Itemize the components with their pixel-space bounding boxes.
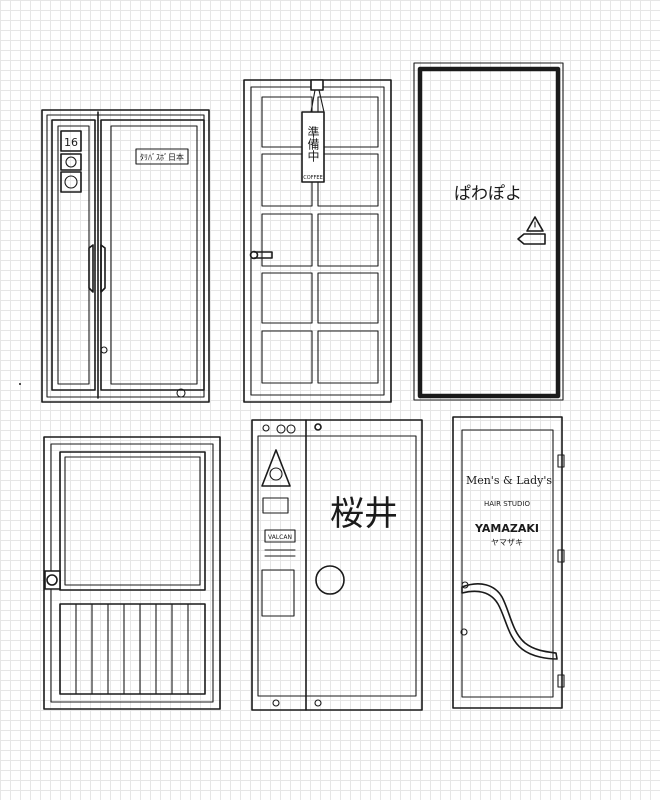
hinge-top — [557, 454, 565, 468]
double-glass-door: 16 ﾀﾘﾊﾞｽﾎﾞ日本 — [41, 109, 210, 403]
sticker-number-text: 16 — [64, 136, 78, 149]
door-frame-inner — [257, 435, 417, 697]
floor-lock — [176, 388, 186, 398]
sticker-round — [60, 153, 82, 171]
triangle-sticker — [261, 449, 291, 487]
round-knob — [315, 565, 345, 595]
door-knob — [46, 574, 58, 586]
door-frame-outer — [41, 109, 210, 403]
slat-panel — [59, 603, 206, 695]
door-sign-text: ﾀﾘﾊﾞｽﾎﾞ日本 — [140, 152, 184, 162]
studio-line3: YAMAZAKI — [474, 522, 539, 535]
hair-studio-door: Men's & Lady's HAIR STUDIO YAMAZAKI ヤマザキ — [452, 416, 565, 709]
left-leaf — [51, 119, 96, 391]
sticker-round-icon — [65, 156, 77, 168]
left-handle — [88, 244, 94, 293]
hanging-sign — [301, 111, 325, 183]
left-leaf-glass — [57, 125, 90, 385]
hinge-middle — [557, 549, 565, 563]
stray-dot — [19, 383, 21, 385]
door-sign-text: 桜井 — [330, 494, 398, 534]
lock-cylinder — [100, 346, 108, 354]
door-frame-outer — [452, 416, 563, 709]
curved-handle — [461, 583, 558, 660]
window-outer — [59, 451, 206, 591]
paneled-glass-door: 準備中 COFFEE — [243, 79, 392, 403]
poster-sticker — [261, 569, 295, 617]
door-outline — [413, 62, 564, 401]
door-glass — [461, 429, 554, 698]
door-sign-text: ぱわぽよ — [454, 184, 522, 204]
warning-icon — [526, 216, 544, 232]
arrow-sign — [517, 233, 546, 245]
sign-string-right — [318, 89, 325, 113]
top-bolt — [314, 423, 322, 431]
heart-icon — [64, 175, 78, 189]
right-leaf-glass — [110, 125, 198, 385]
sakurai-door: VALCAN 桜井 — [251, 419, 423, 711]
window-glass — [64, 456, 201, 586]
sticker-heart — [60, 171, 82, 193]
window-slat-door — [43, 436, 221, 710]
sign-string-left — [310, 89, 316, 113]
hanging-sign-text: 準備中 — [306, 125, 320, 162]
door-sign-plate — [135, 148, 189, 165]
sign-hook — [310, 79, 324, 91]
valcan-sticker — [264, 529, 296, 543]
door-frame-outer — [251, 419, 423, 711]
slats — [75, 603, 189, 695]
sticker-number — [60, 130, 82, 152]
right-handle — [100, 244, 106, 293]
door-frame-outer — [43, 436, 221, 710]
studio-line2: HAIR STUDIO — [484, 500, 531, 508]
door-frame-inner — [50, 443, 214, 703]
black-frame-door: ぱわぽよ — [413, 62, 564, 401]
black-frame — [417, 66, 561, 399]
hinge-bottom — [557, 674, 565, 688]
studio-line1: Men's & Lady's — [466, 474, 552, 487]
sticker-box — [262, 497, 289, 514]
lever-handle — [253, 251, 273, 259]
valcan-text: VALCAN — [268, 534, 292, 541]
studio-line4: ヤマザキ — [491, 538, 523, 547]
hanging-sign-sub: COFFEE — [303, 175, 323, 181]
